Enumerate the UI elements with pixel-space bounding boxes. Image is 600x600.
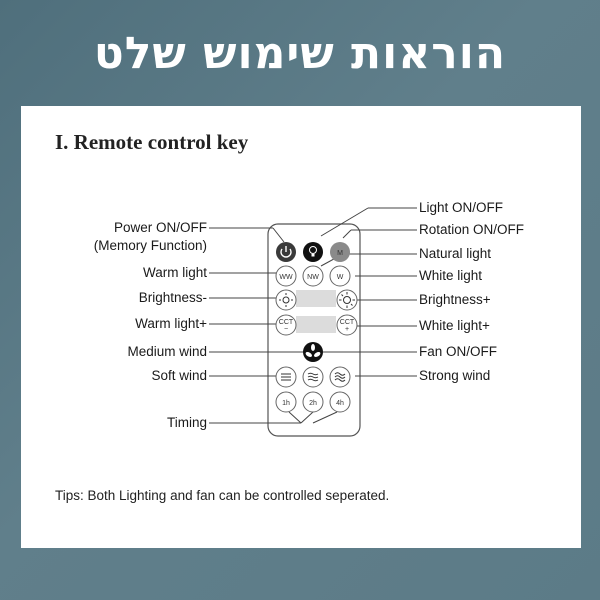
- brightness-minus-button[interactable]: [275, 289, 297, 311]
- label-natural-light: Natural light: [419, 246, 491, 261]
- cct-minus-label: CCT: [279, 319, 294, 326]
- cct-plus-button[interactable]: CCT +: [336, 314, 358, 336]
- cct-minus-button[interactable]: CCT −: [275, 314, 297, 336]
- natural-light-button-label: NW: [307, 274, 319, 281]
- cct-plus-sign: +: [345, 326, 349, 333]
- bulb-icon: [309, 246, 317, 257]
- brightness-plus-button[interactable]: [336, 289, 358, 311]
- tips-text: Tips: Both Lighting and fan can be contr…: [55, 488, 390, 503]
- manual-heading: I. Remote control key: [55, 130, 249, 154]
- wind-medium-icon: [307, 372, 319, 382]
- banner-title: הוראות שימוש שלט: [93, 28, 507, 79]
- label-strong-wind: Strong wind: [419, 368, 490, 383]
- wind-soft-icon: [281, 373, 291, 381]
- sun-small-icon: [279, 293, 293, 307]
- rotation-button-label: M: [337, 250, 343, 257]
- white-light-button[interactable]: W: [329, 265, 351, 287]
- cct-minus-sign: −: [284, 326, 288, 333]
- remote-diagram: M WW NW W: [94, 200, 524, 437]
- sun-large-icon: [339, 292, 355, 308]
- natural-light-button[interactable]: NW: [302, 265, 324, 287]
- warm-light-button-label: WW: [279, 274, 293, 281]
- label-warm-light-plus: Warm light+: [135, 316, 207, 331]
- cct-plus-label: CCT: [340, 319, 355, 326]
- timer-4h-label: 4h: [336, 400, 344, 407]
- brightness-strip: [296, 290, 336, 307]
- wind-strong-icon: [334, 372, 346, 382]
- label-white-light: White light: [419, 268, 482, 283]
- cct-strip: [296, 316, 336, 333]
- warm-light-button[interactable]: WW: [275, 265, 297, 287]
- manual-panel: I. Remote control key: [21, 106, 581, 548]
- rotation-button[interactable]: M: [330, 242, 350, 262]
- light-button[interactable]: [303, 242, 323, 262]
- label-memory: (Memory Function): [94, 238, 207, 253]
- fan-button[interactable]: [303, 342, 323, 362]
- label-timing: Timing: [167, 415, 207, 430]
- label-brightness-plus: Brightness+: [419, 292, 491, 307]
- timer-2h-button[interactable]: 2h: [302, 391, 324, 413]
- label-medium-wind: Medium wind: [127, 344, 207, 359]
- label-warm-light: Warm light: [143, 265, 207, 280]
- strong-wind-button[interactable]: [329, 366, 351, 388]
- label-brightness-minus: Brightness-: [139, 290, 207, 305]
- soft-wind-button[interactable]: [275, 366, 297, 388]
- label-white-light-plus: White light+: [419, 318, 490, 333]
- label-rotation-onoff: Rotation ON/OFF: [419, 222, 524, 237]
- fan-icon: [305, 344, 321, 357]
- label-light-onoff: Light ON/OFF: [419, 200, 503, 215]
- label-soft-wind: Soft wind: [151, 368, 207, 383]
- timer-4h-button[interactable]: 4h: [329, 391, 351, 413]
- label-power: Power ON/OFF: [114, 220, 207, 235]
- label-fan-onoff: Fan ON/OFF: [419, 344, 497, 359]
- power-button[interactable]: [276, 242, 296, 262]
- timer-2h-label: 2h: [309, 400, 317, 407]
- medium-wind-button[interactable]: [302, 366, 324, 388]
- white-light-button-label: W: [337, 274, 344, 281]
- timer-1h-label: 1h: [282, 400, 290, 407]
- timer-1h-button[interactable]: 1h: [275, 391, 297, 413]
